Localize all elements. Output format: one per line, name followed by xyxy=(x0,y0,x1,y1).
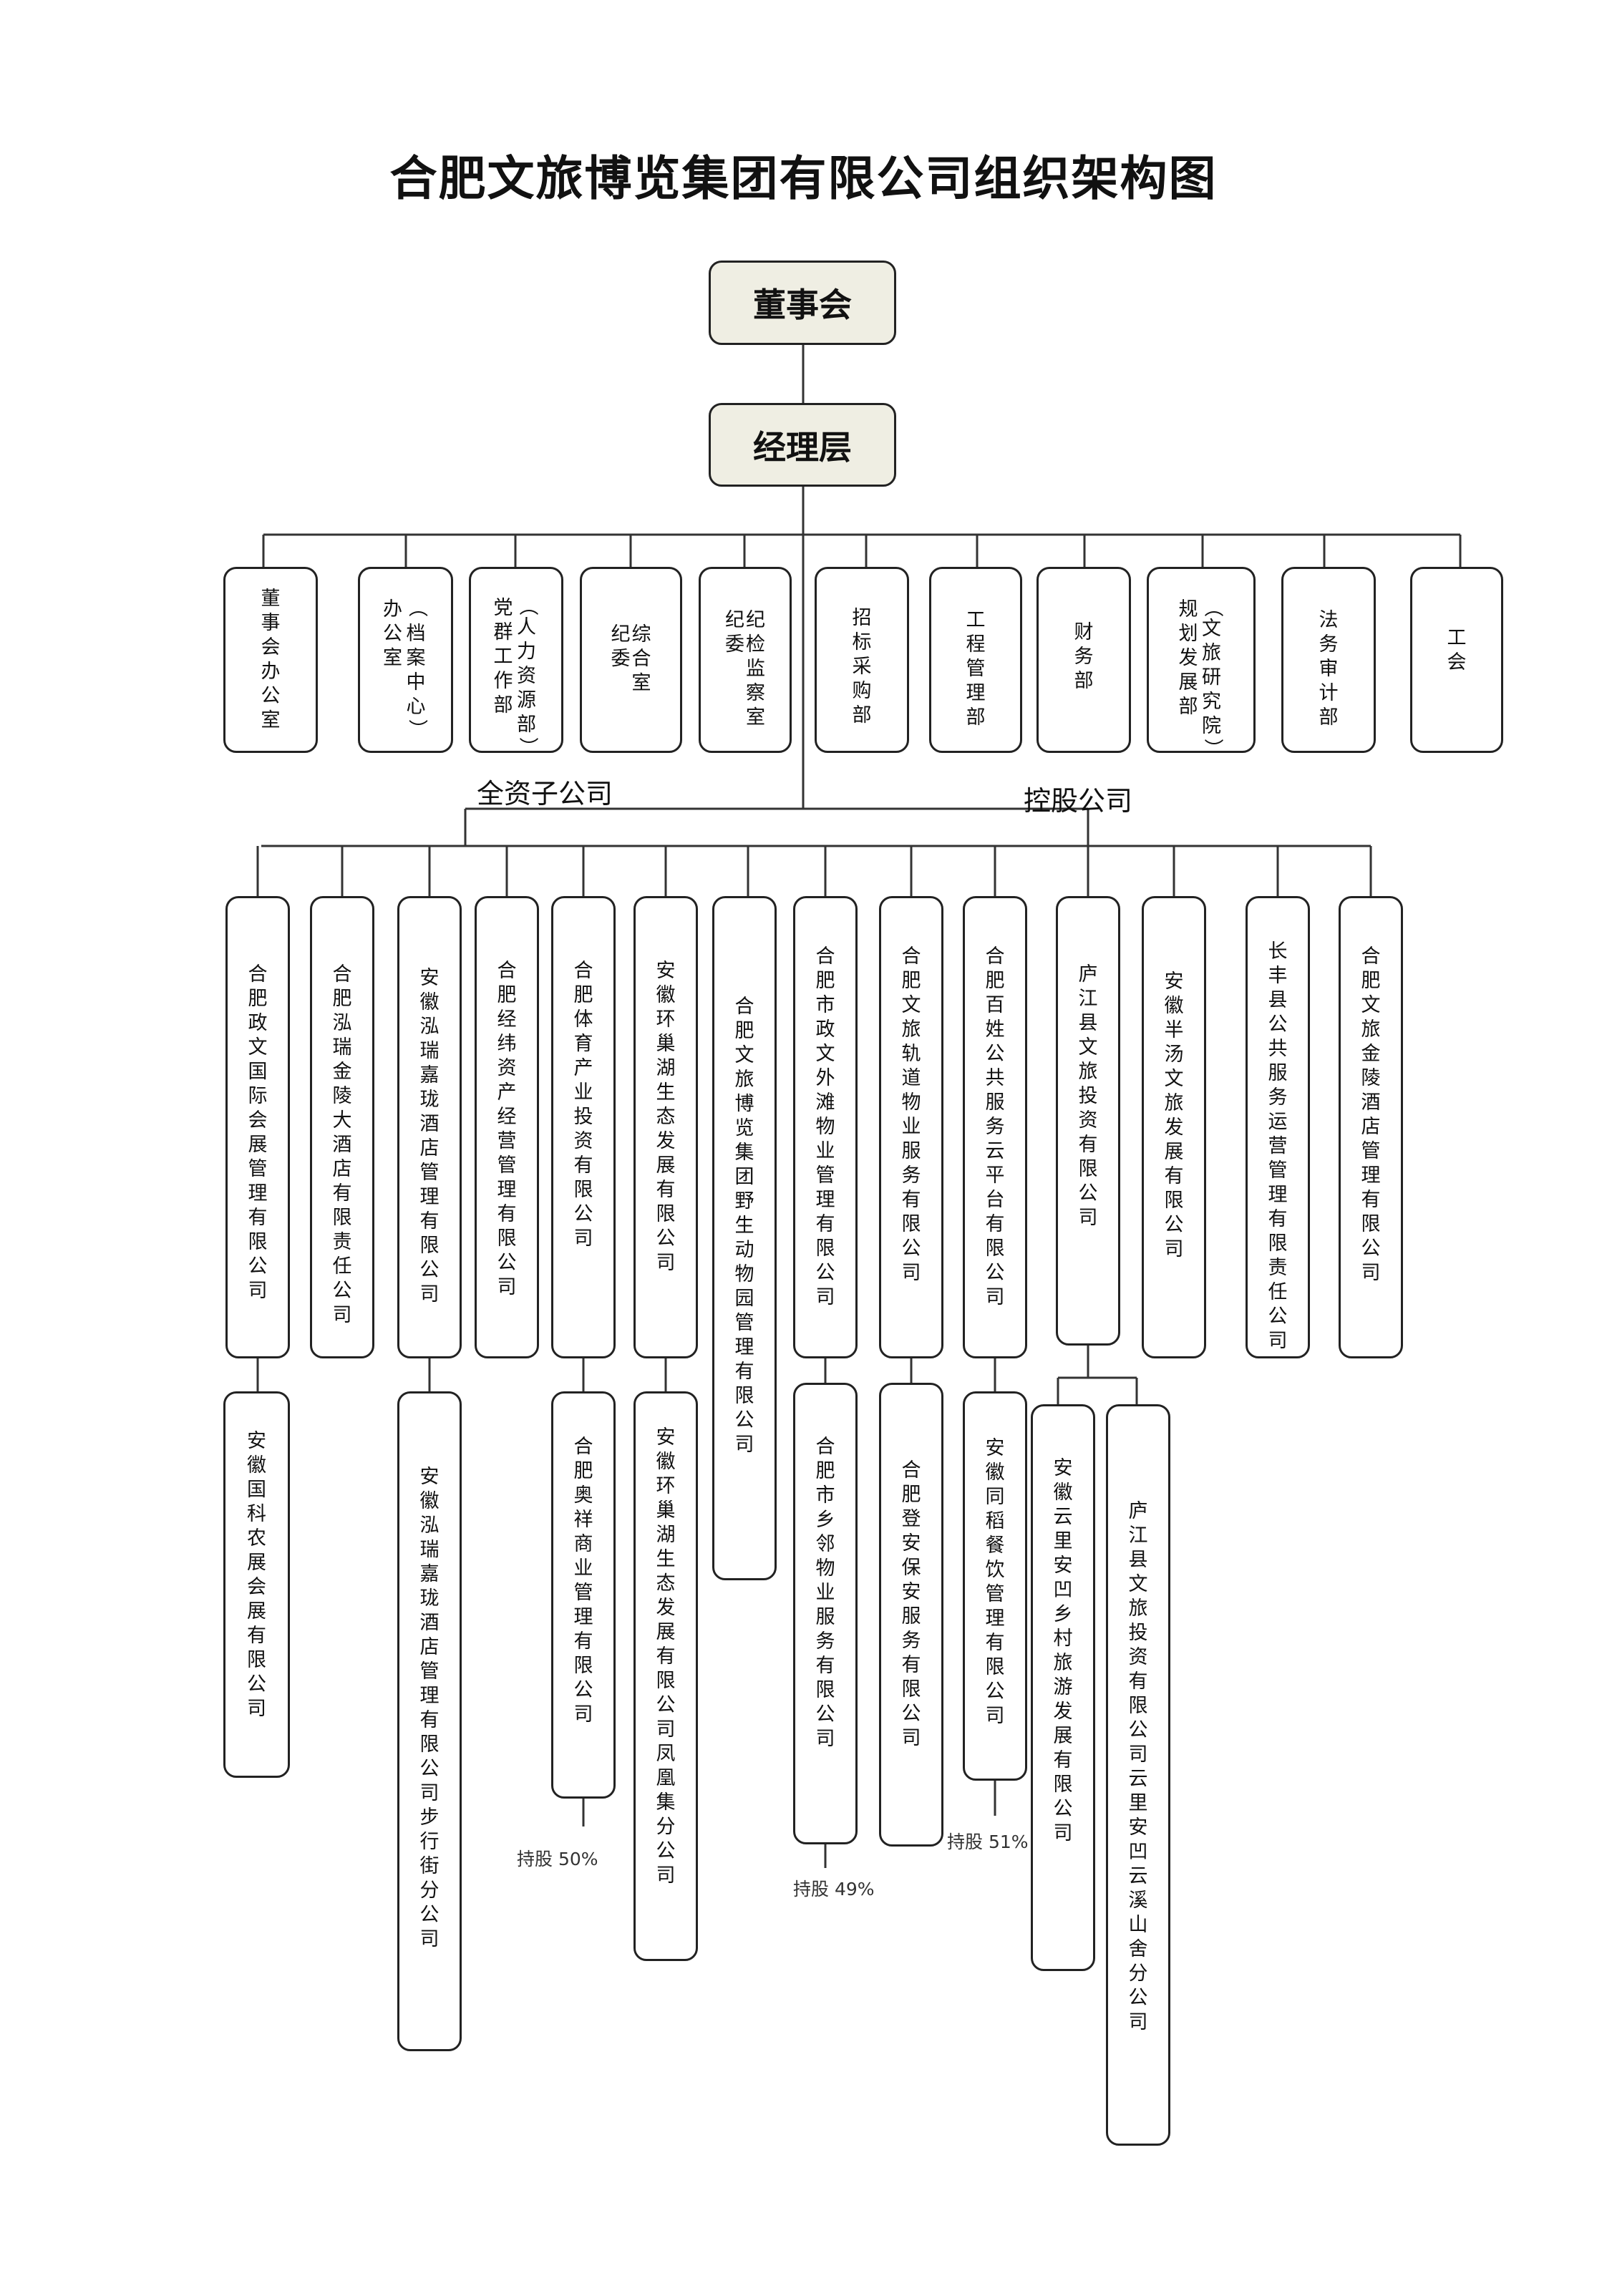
subsidiary-box: 合肥市政文外滩物业管理有限公司 xyxy=(793,896,858,1358)
department-name: 办公室 xyxy=(383,598,402,669)
subsidiary-name: 合肥体育产业投资有限公司 xyxy=(573,960,593,1250)
department-name: 工程管理部 xyxy=(966,609,986,729)
department-note: （文旅研究院） xyxy=(1200,598,1223,758)
department-box: （档案中心） 办公室 xyxy=(358,567,453,753)
department-box: 法务审计部 xyxy=(1281,567,1376,753)
second-level-name: 庐江县文旅投资有限公司云里安凹云溪山舍分公司 xyxy=(1128,1500,1148,2033)
subsidiary-name: 庐江县文旅投资有限公司 xyxy=(1078,963,1098,1229)
second-level-name: 安徽环巢湖生态发展有限公司凤凰集分公司 xyxy=(656,1426,676,1887)
subsidiary-box: 合肥文旅轨道物业服务有限公司 xyxy=(879,896,943,1358)
shareholding-note: 持股 50% xyxy=(517,1849,598,1869)
subsidiary-box: 长丰县公共服务运营管理有限责任公司 xyxy=(1246,896,1310,1358)
subsidiary-box: 安徽环巢湖生态发展有限公司 xyxy=(633,896,698,1358)
department-note: 纪委 xyxy=(611,623,631,670)
second-level-name: 合肥市乡邻物业服务有限公司 xyxy=(815,1436,835,1750)
department-note: （人力资源部） xyxy=(515,596,538,757)
second-level-box: 安徽国科农展会展有限公司 xyxy=(223,1391,290,1778)
second-level-box: 合肥登安保安服务有限公司 xyxy=(879,1383,943,1847)
subsidiary-name: 合肥百姓公共服务云平台有限公司 xyxy=(985,945,1005,1308)
department-box: 董事会办公室 xyxy=(223,567,318,753)
subsidiary-box: 合肥体育产业投资有限公司 xyxy=(551,896,616,1358)
department-note: （档案中心） xyxy=(405,598,427,739)
second-level-name: 安徽国科农展会展有限公司 xyxy=(247,1430,266,1720)
department-box: （人力资源部） 党群工作部 xyxy=(469,567,563,757)
subsidiary-name: 安徽半汤文旅发展有限公司 xyxy=(1164,971,1184,1260)
subsidiary-name: 合肥市政文外滩物业管理有限公司 xyxy=(815,945,835,1308)
department-name: 法务审计部 xyxy=(1319,609,1339,729)
second-level-name: 安徽云里安凹乡村旅游发展有限公司 xyxy=(1053,1457,1073,1844)
subsidiary-name: 安徽环巢湖生态发展有限公司 xyxy=(656,960,676,1274)
department-name: 财务部 xyxy=(1074,621,1094,692)
subsidiary-box: 安徽半汤文旅发展有限公司 xyxy=(1142,896,1206,1358)
second-level-box: 安徽同稻餐饮管理有限公司 xyxy=(963,1391,1027,1781)
subsidiary-box: 合肥百姓公共服务云平台有限公司 xyxy=(963,896,1027,1358)
page-title: 合肥文旅博览集团有限公司组织架构图 xyxy=(389,150,1218,206)
subsidiary-name: 合肥文旅轨道物业服务有限公司 xyxy=(901,945,921,1284)
holding-label: 控股公司 xyxy=(1024,785,1133,817)
second-level-name: 安徽同稻餐饮管理有限公司 xyxy=(985,1437,1005,1727)
department-name: 工会 xyxy=(1447,627,1467,673)
department-name: 党群工作部 xyxy=(493,597,513,716)
second-level-box: 安徽泓瑞嘉珑酒店管理有限公司步行街分公司 xyxy=(397,1391,462,2051)
subsidiary-name: 长丰县公共服务运营管理有限责任公司 xyxy=(1268,940,1288,1352)
subsidiary-box: 合肥政文国际会展管理有限公司 xyxy=(225,896,290,1358)
second-level-name: 安徽泓瑞嘉珑酒店管理有限公司步行街分公司 xyxy=(419,1466,440,1950)
shareholding-note: 持股 51% xyxy=(947,1832,1029,1852)
board-box: 董事会 xyxy=(709,261,896,345)
second-level-name: 合肥奥祥商业管理有限公司 xyxy=(573,1436,593,1726)
department-box: （文旅研究院） 规划发展部 xyxy=(1147,567,1256,758)
department-box: 综合室 纪委 xyxy=(580,567,682,753)
department-box: 纪检监察室 纪委 xyxy=(699,567,792,753)
second-level-box: 安徽环巢湖生态发展有限公司凤凰集分公司 xyxy=(633,1391,698,1961)
subsidiary-box: 庐江县文旅投资有限公司 xyxy=(1056,896,1120,1346)
subsidiary-name: 合肥政文国际会展管理有限公司 xyxy=(248,963,268,1302)
department-name: 综合室 xyxy=(631,623,651,694)
shareholding-note: 持股 49% xyxy=(793,1879,875,1899)
department-name: 招标采购部 xyxy=(852,607,872,726)
wholly-owned-label: 全资子公司 xyxy=(477,778,613,809)
subsidiary-box: 合肥文旅金陵酒店管理有限公司 xyxy=(1339,896,1403,1358)
department-box: 招标采购部 xyxy=(815,567,909,753)
department-note: 纪委 xyxy=(725,609,744,656)
subsidiary-box: 安徽泓瑞嘉珑酒店管理有限公司 xyxy=(397,896,462,1358)
management-label: 经理层 xyxy=(753,427,852,467)
subsidiary-name: 合肥经纬资产经营管理有限公司 xyxy=(497,960,517,1298)
subsidiary-name: 合肥文旅金陵酒店管理有限公司 xyxy=(1361,945,1381,1284)
board-label: 董事会 xyxy=(753,286,852,324)
department-name: 规划发展部 xyxy=(1178,598,1198,718)
subsidiary-box: 合肥经纬资产经营管理有限公司 xyxy=(475,896,539,1358)
department-box: 财务部 xyxy=(1036,567,1131,753)
subsidiary-name: 安徽泓瑞嘉珑酒店管理有限公司 xyxy=(419,967,440,1305)
second-level-name: 合肥登安保安服务有限公司 xyxy=(901,1459,921,1749)
subsidiary-box: 合肥文旅博览集团野生动物园管理有限公司 xyxy=(712,896,777,1580)
second-level-box: 合肥市乡邻物业服务有限公司 xyxy=(793,1383,858,1844)
department-box: 工会 xyxy=(1410,567,1503,753)
department-box: 工程管理部 xyxy=(929,567,1022,753)
subsidiary-box: 合肥泓瑞金陵大酒店有限责任公司 xyxy=(310,896,374,1358)
subsidiary-name: 合肥泓瑞金陵大酒店有限责任公司 xyxy=(332,963,352,1326)
subsidiary-name: 合肥文旅博览集团野生动物园管理有限公司 xyxy=(734,996,754,1456)
department-name: 董事会办公室 xyxy=(261,588,281,731)
second-level-box: 合肥奥祥商业管理有限公司 xyxy=(551,1391,616,1799)
second-level-box: 安徽云里安凹乡村旅游发展有限公司 xyxy=(1031,1404,1095,1971)
department-name: 纪检监察室 xyxy=(746,609,765,729)
second-level-box: 庐江县文旅投资有限公司云里安凹云溪山舍分公司 xyxy=(1106,1404,1170,2146)
management-box: 经理层 xyxy=(709,403,896,487)
